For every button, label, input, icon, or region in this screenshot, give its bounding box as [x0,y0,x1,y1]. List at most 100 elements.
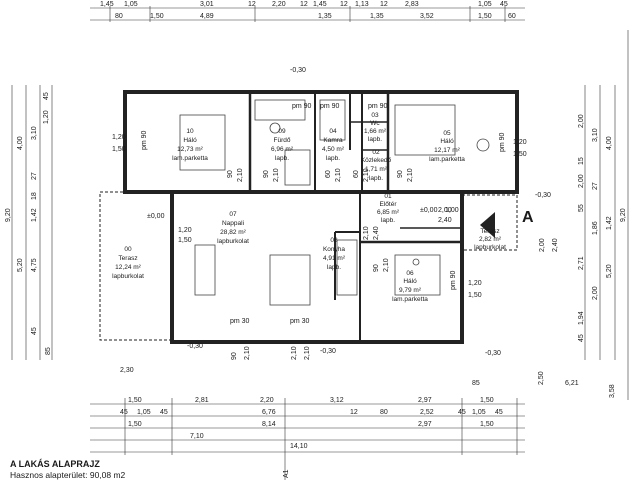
dim-top-2-2: 4,89 [200,13,214,20]
room-floor: lam.parketta [392,296,428,303]
level-5: -0,30 [485,350,501,357]
section-marker: A [480,209,534,238]
dim-bottom-2-2: 45 [160,409,168,416]
level-marks: -0,30 ±0,00 ±0,00 1,00 -0,30 -0,30 -0,30… [147,67,551,357]
room-name: Wc [370,120,380,127]
bottom-dimension-texts-4: 7,10 14,10 [190,433,308,450]
dim-top-2-6: 1,50 [478,13,492,20]
dim-bottom-2-1: 1,05 [137,409,151,416]
room-terrace-small: Terasz 2,82 m² lapburkolat [474,228,506,251]
dim-bottom-3-1: 8,14 [262,421,276,428]
room-name: Kamra [323,137,343,144]
misc-dim-3: 6,21 [565,380,579,387]
opening-9: 1,50 [112,146,126,153]
room-area: 1,71 m² [365,166,388,173]
dim-left-8: 5,20 [17,258,24,272]
room-area: 6,96 m² [271,146,294,153]
opening-2: pm 90 [368,103,388,110]
dim-top-2-7: 60 [508,13,516,20]
dim-bottom-2-5: 80 [380,409,388,416]
opening-32: 90 [231,352,238,360]
level-7: -0,30 [320,348,336,355]
right-dimension-lines [584,30,629,400]
room-area: 4,50 m² [322,146,345,153]
dim-top-1-3: 12 [248,1,256,8]
room-name: Terasz [480,228,499,235]
dim-top-1-1: 1,05 [124,1,138,8]
dim-bottom-4-0: 7,10 [190,433,204,440]
room-number: 08 [330,237,338,244]
room-03: 03 Wc 1,66 m² lapb. [364,112,387,143]
room-floor: lapburkolat [112,273,144,280]
room-floor: lapb. [368,136,382,143]
dim-right-5: 2,00 [578,174,585,188]
dim-top-1-0: 1,45 [100,1,114,8]
room-number: 10 [186,128,194,135]
right-dimension-texts: 2,00 3,10 4,00 15 27 2,00 9,20 55 1,86 1… [578,114,627,398]
opening-30: 90 [373,264,380,272]
dim-right-9: 1,42 [606,216,613,230]
dim-right-1: 3,10 [592,128,599,142]
level-3: 1,00 [445,207,459,214]
dim-bottom-1-5: 1,50 [480,397,494,404]
opening-labels: pm 90 pm 90 pm 90 pm 90 pm 90 pm 30 pm 3… [112,103,559,360]
dim-top-2-0: 80 [115,13,123,20]
dim-left-4: 27 [31,172,38,180]
opening-20: 60 [325,170,332,178]
room-number: 04 [329,128,337,135]
top-dimension-lines [90,6,525,22]
dim-bottom-2-8: 1,05 [472,409,486,416]
level-4: -0,30 [187,343,203,350]
dim-bottom-2-6: 2,52 [420,409,434,416]
room-labels: 10 Háló 12,73 m² lam.parketta 09 Fürdő 6… [112,112,506,303]
top-dimension-texts-2: 80 1,50 4,89 1,35 1,35 3,52 1,50 60 [115,13,516,20]
level-2: ±0,00 [420,207,438,214]
room-floor: lapb. [275,155,289,162]
dim-right-8: 1,86 [592,221,599,235]
room-number: 02 [372,149,380,156]
opening-18: 90 [263,170,270,178]
room-name: Nappali [222,220,244,227]
dim-top-2-4: 1,35 [370,13,384,20]
room-name: Háló [183,137,197,144]
dim-top-1-8: 1,13 [355,1,369,8]
level-6: -0,30 [535,192,551,199]
dim-right-2: 4,00 [606,136,613,150]
opening-29: 2,40 [373,226,380,240]
opening-23: 2,10 [363,168,370,182]
opening-35: 2,10 [304,346,311,360]
room-number: 09 [278,128,286,135]
dim-top-1-6: 1,45 [313,1,327,8]
room-number: 01 [384,193,392,200]
level-1: ±0,00 [147,213,165,220]
dim-right-0: 2,00 [578,114,585,128]
room-number: 07 [229,211,237,218]
left-dimension-texts: 45 1,20 3,10 4,00 27 18 9,20 1,42 5,20 4… [5,92,52,355]
dim-left-3: 4,00 [17,136,24,150]
dim-right-14: 45 [578,334,585,342]
plan-title: A LAKÁS ALAPRAJZ [10,459,100,469]
room-area: 4,91 m² [323,255,346,262]
opening-34: 2,10 [291,346,298,360]
room-number: 00 [124,246,132,253]
opening-8: 1,20 [112,134,126,141]
opening-13: 1,50 [468,292,482,299]
opening-25: 2,10 [407,168,414,182]
dim-top-2-3: 1,35 [318,13,332,20]
room-area: 2,82 m² [479,236,502,243]
opening-31: 2,10 [383,258,390,272]
opening-22: 60 [353,170,360,178]
dim-top-2-1: 1,50 [150,13,164,20]
room-area: 12,73 m² [177,146,203,153]
opening-11: 1,50 [513,151,527,158]
dim-bottom-2-7: 45 [458,409,466,416]
opening-6: pm 30 [290,318,310,325]
room-floor: lapb. [381,217,395,224]
dim-right-3: 15 [578,157,585,165]
room-name: Közlekedő [361,157,392,164]
room-floor: lapb. [327,264,341,271]
opening-27: 2,40 [438,217,452,224]
plan-area: Hasznos alapterület: 90,08 m2 [10,470,126,480]
dim-left-6: 9,20 [5,208,12,222]
